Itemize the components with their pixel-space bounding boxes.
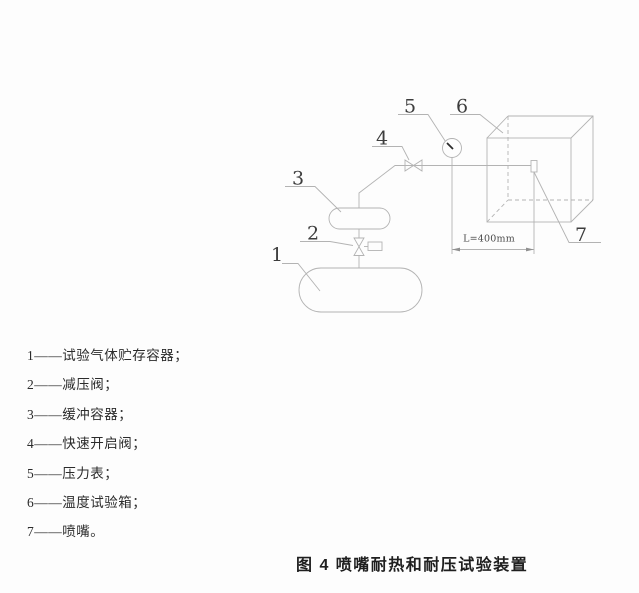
- quick-valve-bowtie: [404, 159, 423, 172]
- figure-caption: 图 4 喷嘴耐热和耐压试验装置: [296, 557, 529, 574]
- legend-item-5: 5——压力表；: [27, 465, 119, 481]
- legend-item-6: 6——温度试验箱；: [27, 495, 147, 511]
- callout-label-5: 5: [404, 96, 416, 118]
- callout-label-6: 6: [456, 96, 468, 118]
- pipework: [358, 165, 531, 268]
- leader-5: [398, 114, 446, 142]
- callout-label-7: 7: [575, 224, 587, 246]
- pressure-gauge: [442, 138, 462, 166]
- legend-list: 1——试验气体贮存容器； 2——减压阀； 3——缓冲容器； 4——快速开启阀； …: [27, 341, 188, 547]
- chamber-hidden-edges: [486, 116, 593, 223]
- gas-container-shape: [298, 267, 423, 313]
- buffer-container: [328, 207, 391, 230]
- leader-6: [450, 114, 504, 134]
- legend-item-2: 2——减压阀；: [27, 377, 119, 393]
- legend-item-4: 4——快速开启阀；: [27, 436, 147, 452]
- leader-2: [300, 241, 354, 246]
- reducing-valve-actuator: [367, 241, 383, 251]
- gas-storage-container: [298, 267, 423, 313]
- pressure-reducing-valve: [353, 237, 383, 256]
- temperature-test-chamber: [486, 115, 594, 223]
- callout-labels: 1 2 3 4 5 6 7: [271, 96, 587, 267]
- legend-item-1: 1——试验气体贮存容器；: [27, 348, 189, 363]
- chamber-front-face: [486, 137, 572, 223]
- nozzle-shape: [530, 160, 538, 173]
- quick-opening-valve: [404, 159, 423, 172]
- dimension-arrow-left: [452, 247, 460, 252]
- buffer-container-shape: [328, 207, 391, 230]
- callout-label-3: 3: [292, 168, 304, 190]
- pipe-buffer-to-chamber: [358, 165, 531, 208]
- callout-label-4: 4: [376, 128, 388, 150]
- callout-label-1: 1: [271, 244, 283, 266]
- dimension-label: L=400mm: [463, 234, 515, 245]
- callout-label-2: 2: [307, 223, 319, 245]
- leader-3: [285, 186, 342, 213]
- leader-4: [372, 146, 410, 161]
- dimension: L=400mm: [451, 165, 535, 254]
- gauge-needle: [446, 142, 454, 150]
- leader-1: [282, 263, 321, 292]
- nozzle: [530, 160, 538, 173]
- chamber-depth-edges: [486, 115, 594, 223]
- reducing-valve-bowtie: [353, 237, 365, 256]
- callout-leaders: [282, 114, 601, 292]
- leader-7: [533, 171, 601, 243]
- legend-item-3: 3——缓冲容器；: [27, 406, 133, 422]
- legend-item-7: 7——喷嘴。: [27, 524, 105, 540]
- dimension-arrow-right: [526, 247, 534, 252]
